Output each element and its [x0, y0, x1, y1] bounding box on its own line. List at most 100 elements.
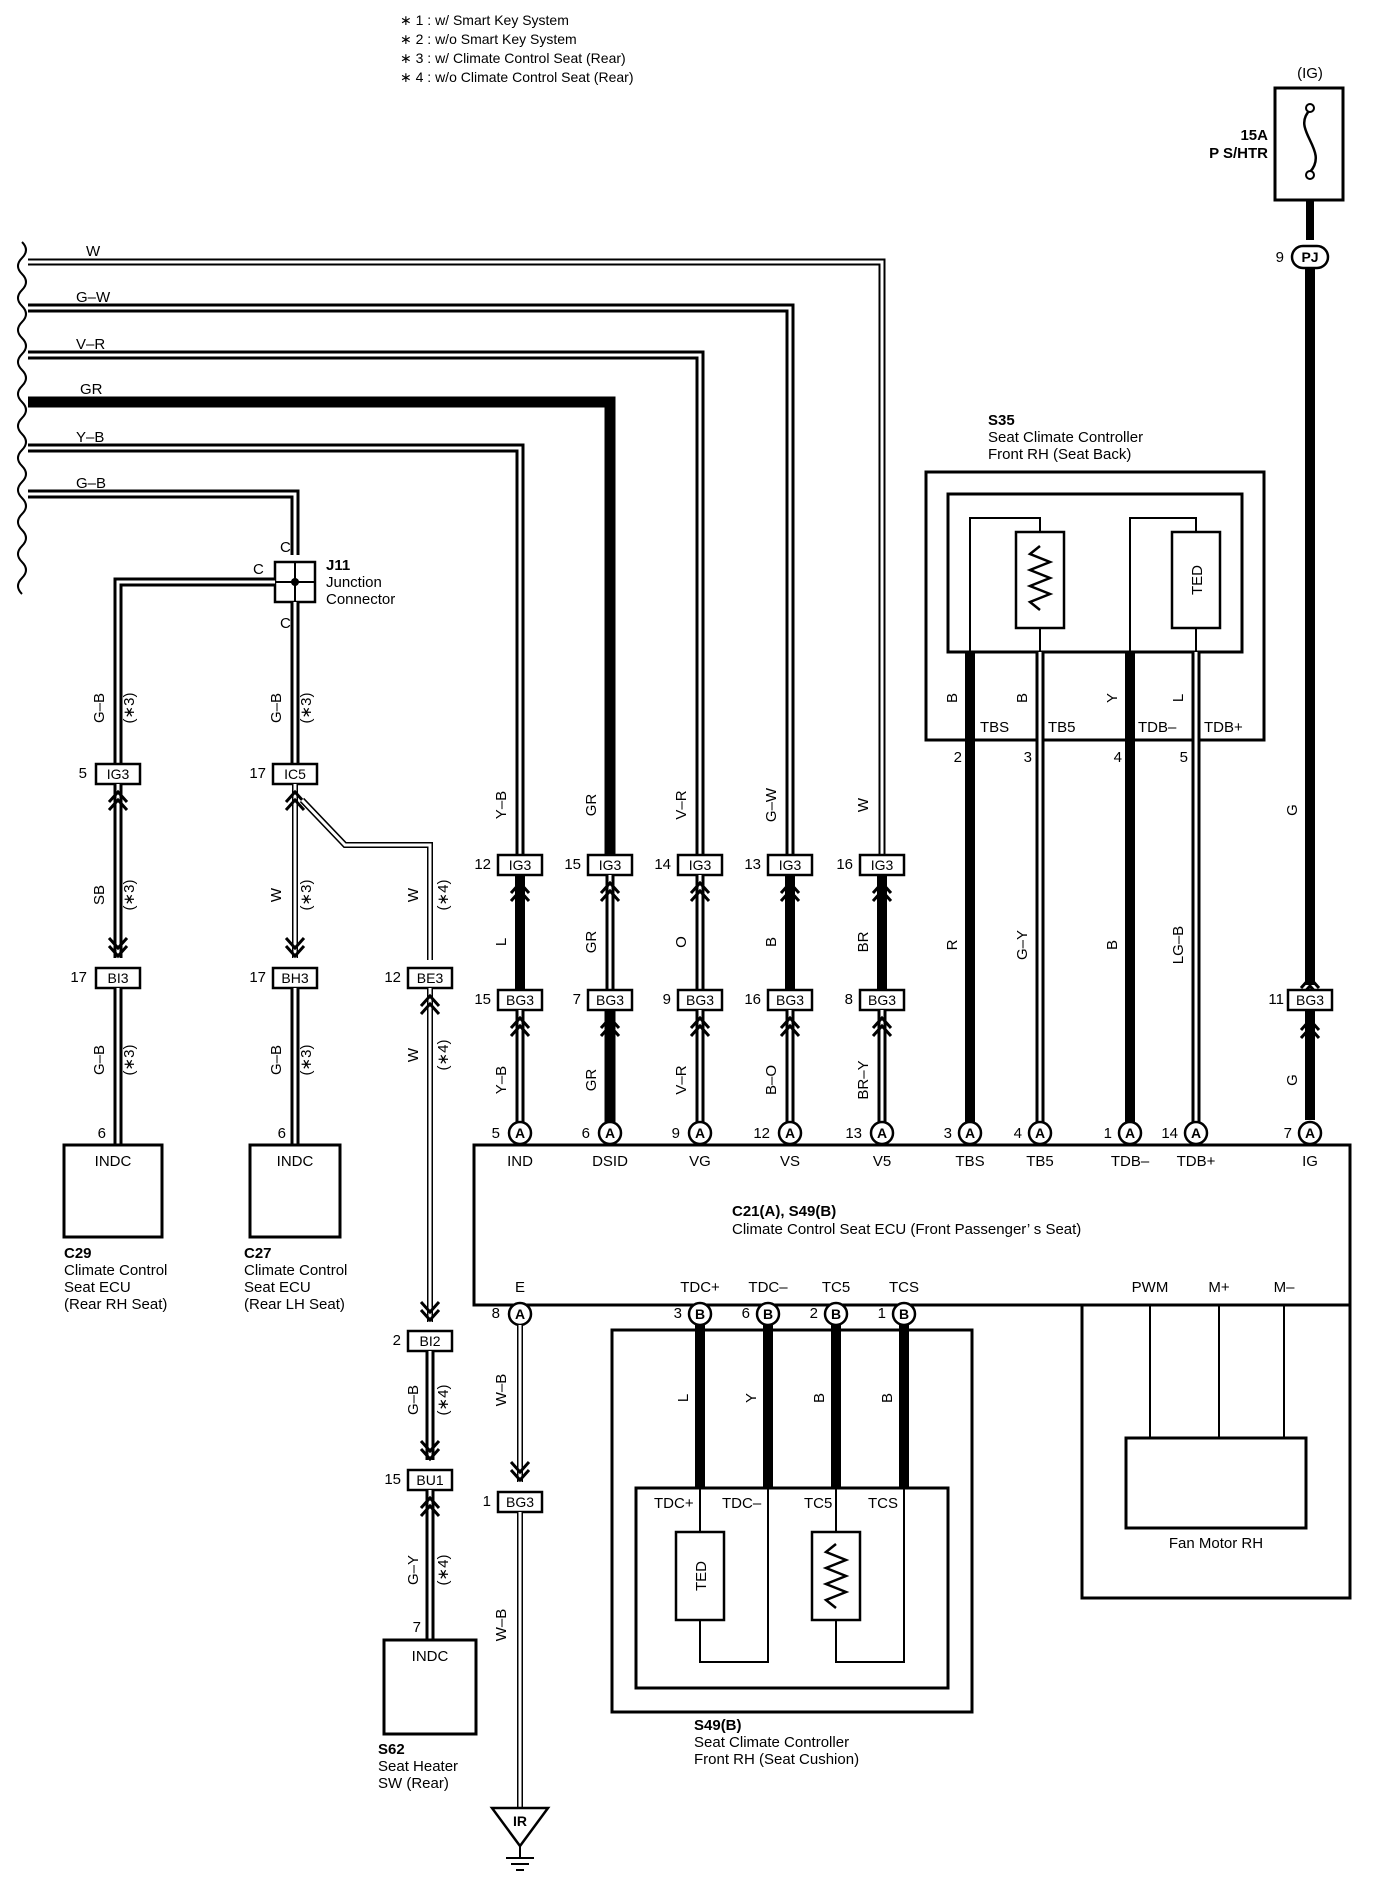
svg-text:Seat Climate Controller: Seat Climate Controller	[988, 429, 1143, 446]
svg-text:A: A	[785, 1125, 795, 1141]
svg-text:S62: S62	[378, 1741, 405, 1758]
svg-text:(Rear LH Seat): (Rear LH Seat)	[244, 1296, 345, 1313]
harness-break	[17, 241, 27, 595]
svg-text:B: B	[831, 1306, 841, 1322]
fuse-conn: PJ	[1301, 249, 1318, 265]
svg-text:TDB–: TDB–	[1111, 1153, 1150, 1170]
svg-text:G–B: G–B	[268, 693, 285, 723]
wire-label-gb: G–B	[76, 475, 106, 492]
fan-motor-label: Fan Motor RH	[1169, 1535, 1263, 1552]
svg-text:14: 14	[1161, 1125, 1178, 1142]
ecu-c29	[62, 1143, 164, 1239]
svg-text:1: 1	[483, 1493, 491, 1510]
svg-text:11: 11	[1268, 991, 1284, 1008]
svg-text:BG3: BG3	[1296, 992, 1324, 1008]
svg-text:17: 17	[249, 969, 266, 986]
svg-text:A: A	[515, 1125, 525, 1141]
fuse-icon	[1303, 109, 1317, 173]
svg-text:G–W: G–W	[763, 787, 780, 822]
cushion-heater-icon	[810, 1530, 862, 1622]
svg-text:TDB+: TDB+	[1177, 1153, 1216, 1170]
svg-text:DSID: DSID	[592, 1153, 628, 1170]
svg-text:(∗4): (∗4)	[435, 1385, 452, 1416]
svg-text:5: 5	[79, 765, 87, 782]
svg-text:IG3: IG3	[871, 857, 894, 873]
svg-text:Seat ECU: Seat ECU	[244, 1279, 311, 1296]
cushion-ted-icon	[674, 1530, 726, 1622]
notes: ∗ 1 : w/ Smart Key System ∗ 2 : w/o Smar…	[400, 12, 633, 85]
svg-text:GR: GR	[583, 1069, 600, 1092]
svg-text:VS: VS	[780, 1153, 800, 1170]
svg-text:12: 12	[384, 969, 401, 986]
svg-text:(∗4): (∗4)	[435, 880, 452, 911]
svg-text:Seat ECU: Seat ECU	[64, 1279, 131, 1296]
note-1: ∗ 1 : w/ Smart Key System	[400, 12, 569, 28]
branch-c29: G–B (∗3) 5 IG3 SB (∗3) 17 BI3 G–B (∗3) 6…	[62, 577, 275, 1313]
svg-text:BE3: BE3	[417, 970, 444, 986]
svg-text:G–B: G–B	[91, 1045, 108, 1075]
signal-ind: Y–B 12 IG3 L 15 BG3 Y–B 5 A IND	[474, 791, 544, 1170]
signal-vs: G–W 13 IG3 B 16 BG3 B–O 12 A VS	[744, 787, 814, 1170]
svg-text:Climate Control: Climate Control	[244, 1262, 347, 1279]
main-ecu-code: C21(A), S49(B)	[732, 1203, 836, 1220]
note-3: ∗ 3 : w/ Climate Control Seat (Rear)	[400, 50, 626, 66]
svg-text:M+: M+	[1208, 1279, 1229, 1296]
branch-c27: G–B (∗3) 17 IC5 W (∗3) 17 BH3 G–B (∗3) 6…	[244, 602, 347, 1313]
fuse-ig-label: (IG)	[1297, 65, 1323, 82]
svg-text:SB: SB	[91, 885, 108, 905]
svg-text:S49(B): S49(B)	[694, 1717, 742, 1734]
fan-motor: PWM M+ M– Fan Motor RH	[1080, 1279, 1352, 1600]
svg-text:B: B	[879, 1393, 896, 1403]
svg-text:TED: TED	[693, 1561, 710, 1591]
svg-text:IR: IR	[513, 1813, 527, 1829]
svg-text:W: W	[268, 887, 285, 902]
fuse-block: (IG) 15A P S/HTR 9 PJ G 11 BG3 G	[1209, 65, 1345, 1120]
wire-label-yb: Y–B	[76, 429, 104, 446]
fuse-name: P S/HTR	[1209, 145, 1268, 162]
svg-text:9: 9	[672, 1125, 680, 1142]
main-ecu: C21(A), S49(B) Climate Control Seat ECU …	[472, 1143, 1352, 1307]
svg-text:4: 4	[1014, 1125, 1022, 1142]
svg-text:LG–B: LG–B	[1170, 926, 1187, 964]
svg-text:2: 2	[810, 1305, 818, 1322]
note-2: ∗ 2 : w/o Smart Key System	[400, 31, 577, 47]
svg-text:1: 1	[878, 1305, 886, 1322]
svg-text:L: L	[1170, 694, 1187, 702]
svg-text:IC5: IC5	[284, 766, 306, 782]
svg-text:(∗3): (∗3)	[121, 693, 138, 724]
svg-text:O: O	[673, 936, 690, 948]
svg-text:V–R: V–R	[673, 790, 690, 819]
wire-label-gw: G–W	[76, 289, 111, 306]
signal-v5: W 16 IG3 BR 8 BG3 BR–Y 13 A V5	[836, 797, 906, 1170]
svg-text:A: A	[695, 1125, 705, 1141]
svg-text:BI3: BI3	[107, 970, 128, 986]
svg-text:BI2: BI2	[419, 1333, 440, 1349]
svg-text:BU1: BU1	[416, 1472, 443, 1488]
svg-text:2: 2	[393, 1332, 401, 1349]
svg-text:Connector: Connector	[326, 591, 395, 608]
svg-text:S35: S35	[988, 412, 1015, 429]
svg-text:BG3: BG3	[596, 992, 624, 1008]
svg-text:BG3: BG3	[868, 992, 896, 1008]
svg-text:B: B	[1014, 693, 1031, 703]
svg-text:TDC+: TDC+	[654, 1495, 694, 1512]
svg-text:IG3: IG3	[599, 857, 622, 873]
svg-text:14: 14	[654, 856, 671, 873]
svg-text:2: 2	[954, 749, 962, 766]
svg-text:A: A	[877, 1125, 887, 1141]
svg-text:C: C	[280, 615, 291, 632]
svg-text:G–Y: G–Y	[405, 1555, 422, 1585]
svg-text:TDB+: TDB+	[1204, 719, 1243, 736]
svg-text:W–B: W–B	[493, 1609, 510, 1642]
svg-text:6: 6	[98, 1125, 106, 1142]
svg-text:17: 17	[70, 969, 87, 986]
svg-text:(∗4): (∗4)	[435, 1555, 452, 1586]
svg-text:Y: Y	[1104, 693, 1121, 703]
main-ecu-name: Climate Control Seat ECU (Front Passenge…	[732, 1221, 1081, 1238]
svg-text:L: L	[493, 938, 510, 946]
svg-text:Junction: Junction	[326, 574, 382, 591]
svg-text:VG: VG	[689, 1153, 711, 1170]
svg-text:INDC: INDC	[412, 1648, 449, 1665]
svg-text:15: 15	[474, 991, 491, 1008]
svg-text:Y: Y	[743, 1393, 760, 1403]
